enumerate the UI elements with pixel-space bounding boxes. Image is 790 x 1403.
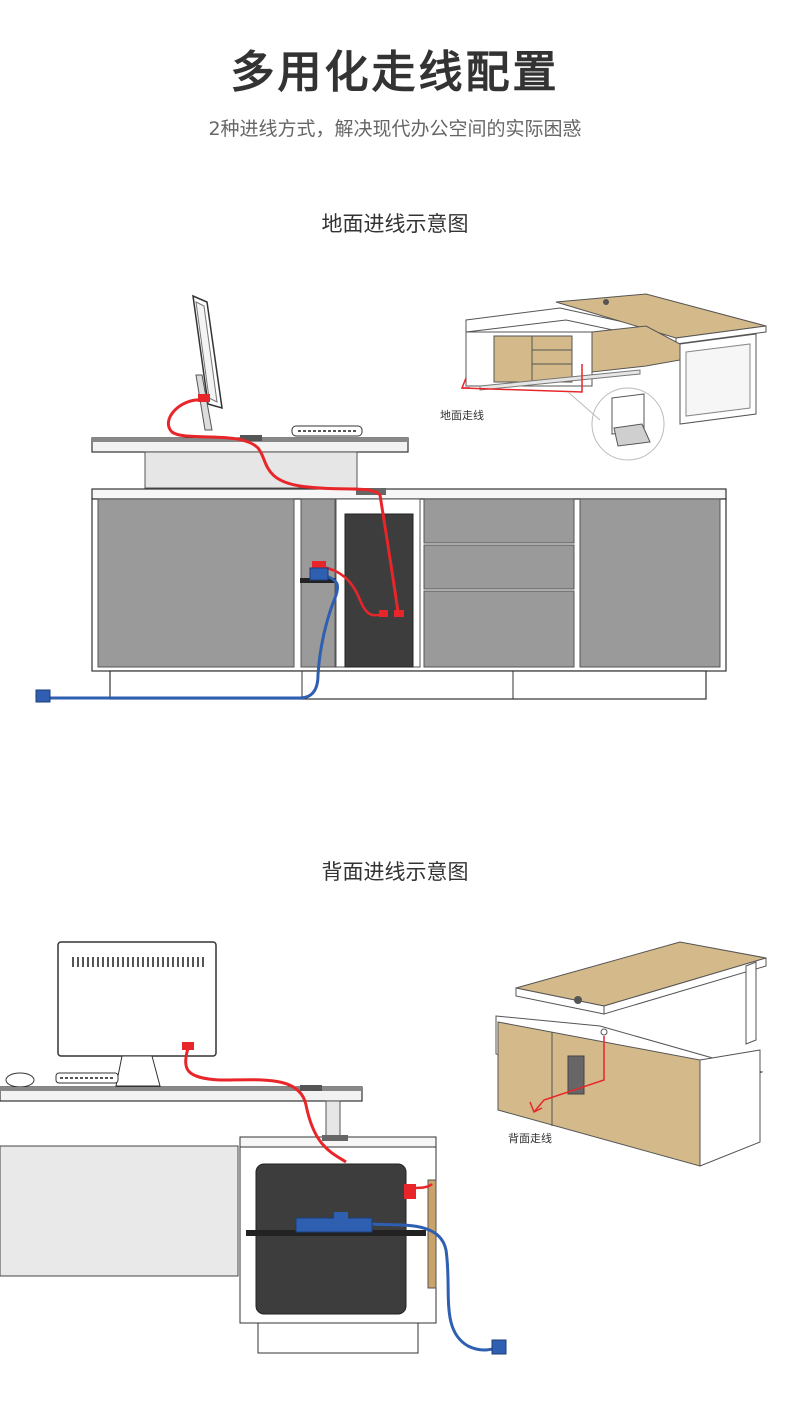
- back-wiring-diagram: 背面走线: [0, 941, 767, 1355]
- monitor-icon: [192, 294, 223, 431]
- section-title-floor: 地面进线示意图: [321, 212, 469, 236]
- desk-top-back: [0, 1085, 363, 1142]
- desk-top: [91, 435, 409, 489]
- keyboard-icon: [291, 425, 363, 437]
- inset-label-floor: 地面走线: [440, 408, 484, 422]
- section-title-back: 背面进线示意图: [321, 860, 469, 884]
- page-subtitle: 2种进线方式，解决现代办公空间的实际困惑: [208, 118, 582, 140]
- monitor-icon-back: [5, 941, 217, 1088]
- floor-wiring-diagram: 地面走线: [35, 293, 767, 703]
- power-cable-red: [166, 394, 404, 617]
- side-cabinet: [91, 488, 727, 700]
- inset-l-desk-back: 背面走线: [495, 941, 767, 1167]
- inset-label-back: 背面走线: [508, 1131, 552, 1145]
- network-cable-blue: [35, 567, 340, 703]
- inset-l-desk-floor: 地面走线: [440, 293, 767, 461]
- network-cable-blue-back: [295, 1212, 507, 1355]
- desk-side-panel: [0, 1145, 239, 1277]
- power-cable-red-back: [182, 1042, 433, 1199]
- cpu-cabinet: [239, 1135, 437, 1354]
- page-title: 多用化走线配置: [230, 47, 560, 98]
